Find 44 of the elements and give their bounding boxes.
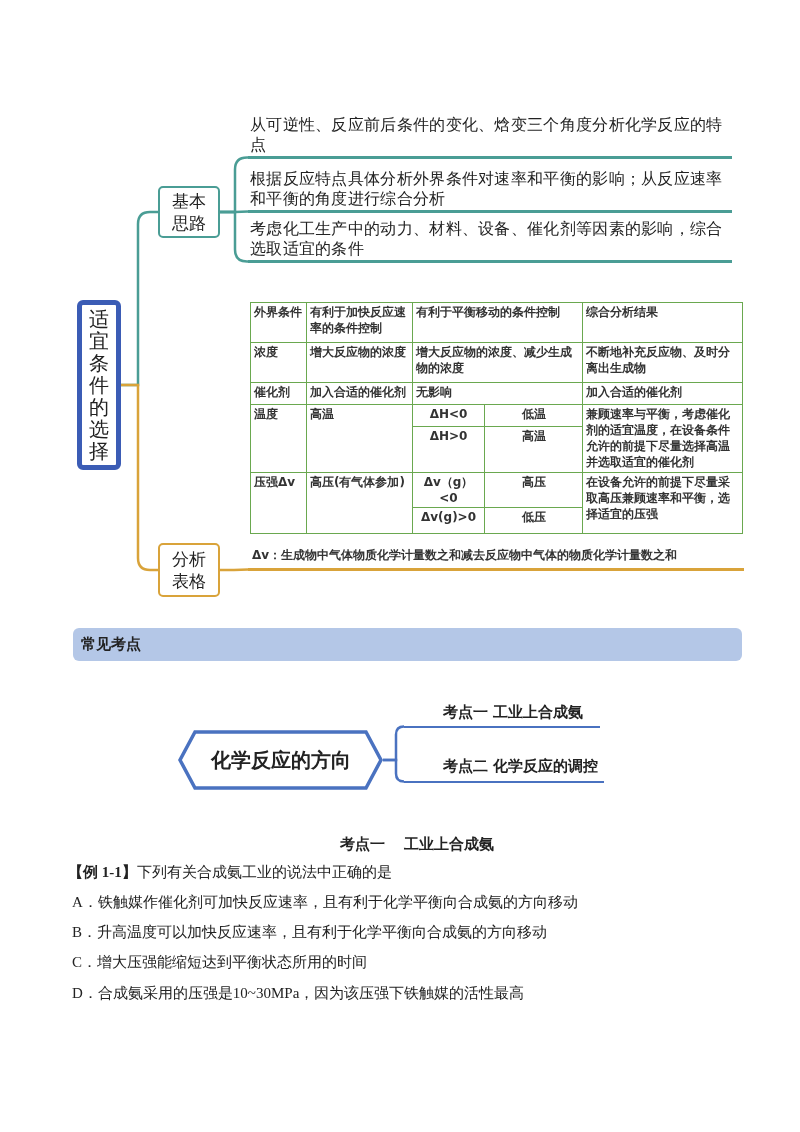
table-cell: 外界条件: [250, 302, 307, 343]
table-cell: 高温: [484, 426, 583, 473]
hexagon-topic: 化学反应的方向: [178, 730, 383, 790]
question-stem: 【例 1-1】下列有关合成氨工业的说法中正确的是: [68, 863, 392, 882]
table-cell: 综合分析结果: [582, 302, 743, 343]
table-cell: 浓度: [250, 342, 307, 383]
table-cell: 高温: [306, 404, 413, 473]
table-cell: 有利于加快反应速率的条件控制: [306, 302, 413, 343]
table-cell: 温度: [250, 404, 307, 473]
table-cell: Δv（g）<0: [412, 472, 485, 508]
table-cell: 高压(有气体参加): [306, 472, 413, 534]
table-cell: ΔH>0: [412, 426, 485, 473]
table-cell: 在设备允许的前提下尽量采取高压兼顾速率和平衡，选择适宜的压强: [582, 472, 743, 534]
root-topic-box: 适宜条件的选择: [77, 300, 121, 470]
table-footnote: Δv：生成物中气体物质化学计量数之和减去反应物中气体的物质化学计量数之和: [252, 548, 678, 563]
answer-option: C．增大压强能缩短达到平衡状态所用的时间: [72, 952, 367, 972]
subtopic-text: 根据反应特点具体分析外界条件对速率和平衡的影响；从反应速率和平衡的角度进行综合分析: [248, 168, 732, 213]
table-cell: 无影响: [412, 382, 583, 405]
table-cell: 有利于平衡移动的条件控制: [412, 302, 583, 343]
section-heading: 考点一 工业上合成氨: [340, 835, 494, 854]
table-cell: 低温: [484, 404, 583, 427]
connector-line: [220, 568, 249, 572]
subtopic-text: 从可逆性、反应前后条件的变化、焓变三个角度分析化学反应的特点: [248, 117, 732, 159]
table-cell: Δv(g)>0: [412, 507, 485, 534]
section-header-band: 常见考点: [73, 628, 742, 661]
subtopic-text: 考点一 工业上合成氨: [404, 700, 600, 728]
connector-line: [383, 758, 406, 783]
answer-option: B．升高温度可以加快反应速率，且有利于化学平衡向合成氨的方向移动: [72, 922, 547, 942]
branch-topic-box: 分析表格: [158, 543, 220, 597]
table-cell: 加入合适的催化剂: [306, 382, 413, 405]
table-cell: 加入合适的催化剂: [582, 382, 743, 405]
table-cell: 高压: [484, 472, 583, 508]
table-cell: ΔH<0: [412, 404, 485, 427]
table-cell: 压强Δv: [250, 472, 307, 534]
subtopic-text: 考点二 化学反应的调控: [404, 754, 604, 783]
table-cell: 增大反应物的浓度: [306, 342, 413, 383]
table-cell: 增大反应物的浓度、减少生成物的浓度: [412, 342, 583, 383]
answer-option: D．合成氨采用的压强是10~30MPa，因为该压强下铁触媒的活性最高: [72, 983, 525, 1003]
table-cell: 兼顾速率与平衡，考虑催化剂的适宜温度，在设备条件允许的前提下尽量选择高温并选取适宜的催化剂: [582, 404, 743, 473]
table-cell: 不断地补充反应物、及时分离出生成物: [582, 342, 743, 383]
answer-option: A．铁触媒作催化剂可加快反应速率，且有利于化学平衡向合成氨的方向移动: [72, 892, 578, 912]
branch-topic-box: 基本思路: [158, 186, 220, 238]
table-cell: 催化剂: [250, 382, 307, 405]
subtopic-text: 考虑化工生产中的动力、材料、设备、催化剂等因素的影响，综合选取适宜的条件: [248, 218, 732, 263]
